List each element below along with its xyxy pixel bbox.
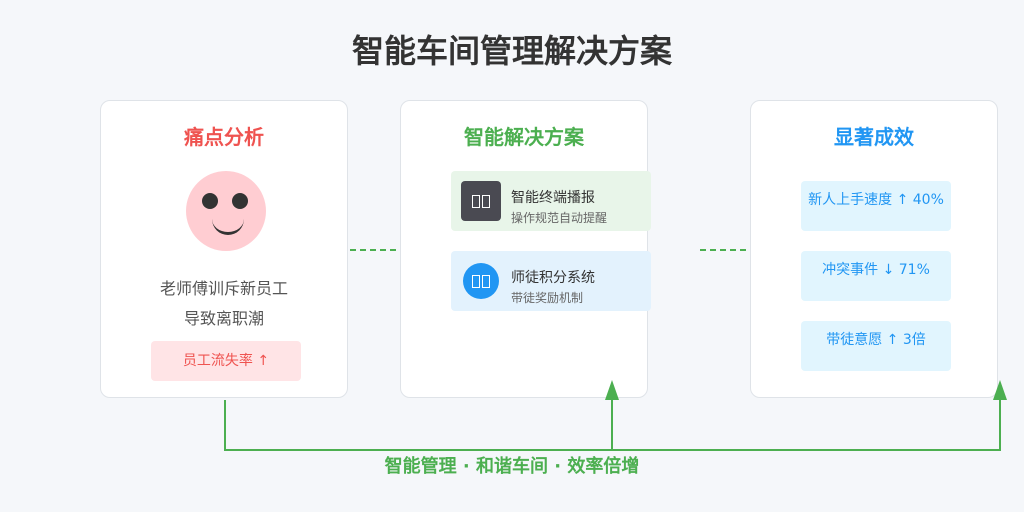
pain-line-1: 老师傅训斥新员工: [159, 279, 288, 298]
arrow-up-icon: [993, 380, 1007, 400]
connector-solution-to-results: [700, 249, 746, 251]
right-eye: [232, 193, 248, 209]
result-item: 新人上手速度 ↑ 40%: [801, 181, 951, 231]
left-eye: [202, 193, 218, 209]
points-icon: [463, 263, 499, 299]
pain-card: 痛点分析 老师傅训斥新员工 导致离职潮 员工流失率 ↑: [100, 100, 348, 398]
mouth: [212, 215, 244, 235]
turnover-rate-badge: 员工流失率 ↑: [151, 341, 301, 381]
result-text: 新人上手速度 ↑ 40%: [808, 192, 944, 208]
result-text: 冲突事件 ↓ 71%: [822, 262, 930, 278]
results-title: 显著成效: [834, 125, 914, 149]
arrow-up-icon: [605, 380, 619, 400]
connector-pain-to-solution: [350, 249, 396, 251]
solution-title: 智能解决方案: [464, 125, 584, 149]
result-item: 冲突事件 ↓ 71%: [801, 251, 951, 301]
solution-card: 智能解决方案 智能终端播报 操作规范自动提醒 师徒积分系统 带徒奖励机制: [400, 100, 651, 398]
terminal-icon: [461, 181, 501, 221]
solution-item-points: 师徒积分系统 带徒奖励机制: [451, 251, 651, 311]
page-title: 智能车间管理解决方案: [351, 32, 672, 70]
pain-title: 痛点分析: [184, 125, 264, 149]
solution-item-name: 智能终端播报: [511, 190, 595, 206]
sad-face-icon: [186, 171, 266, 251]
results-card: 显著成效 新人上手速度 ↑ 40% 冲突事件 ↓ 71% 带徒意愿 ↑ 3倍: [750, 100, 998, 398]
result-item: 带徒意愿 ↑ 3倍: [801, 321, 951, 371]
solution-item-desc: 操作规范自动提醒: [511, 211, 608, 225]
footer-slogan: 智能管理 · 和谐车间 · 效率倍增: [384, 456, 640, 477]
solution-item-name: 师徒积分系统: [511, 270, 595, 286]
solution-item-desc: 带徒奖励机制: [511, 291, 584, 305]
result-text: 带徒意愿 ↑ 3倍: [826, 332, 926, 348]
solution-item-terminal: 智能终端播报 操作规范自动提醒: [451, 171, 651, 231]
pain-line-2: 导致离职潮: [183, 309, 264, 328]
